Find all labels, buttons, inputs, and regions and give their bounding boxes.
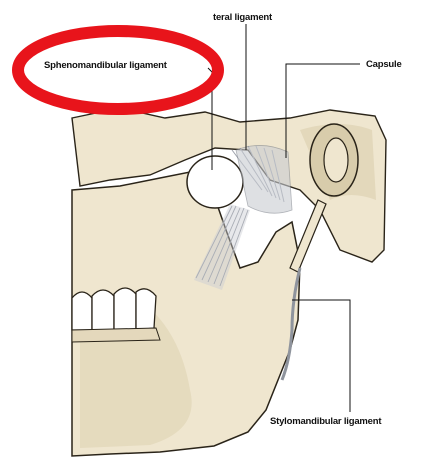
label-capsule: Capsule — [366, 59, 402, 70]
mandibular-condyle — [187, 156, 243, 208]
label-stylomandibular-ligament: Stylomandibular ligament — [270, 416, 381, 427]
joint-capsule — [236, 145, 292, 213]
ear-canal-inner — [324, 138, 348, 182]
label-lateral-ligament: teral ligament — [213, 12, 272, 23]
gum-line — [72, 328, 160, 342]
label-sphenomandibular-ligament: Sphenomandibular ligament — [44, 60, 167, 71]
teeth — [72, 288, 156, 330]
